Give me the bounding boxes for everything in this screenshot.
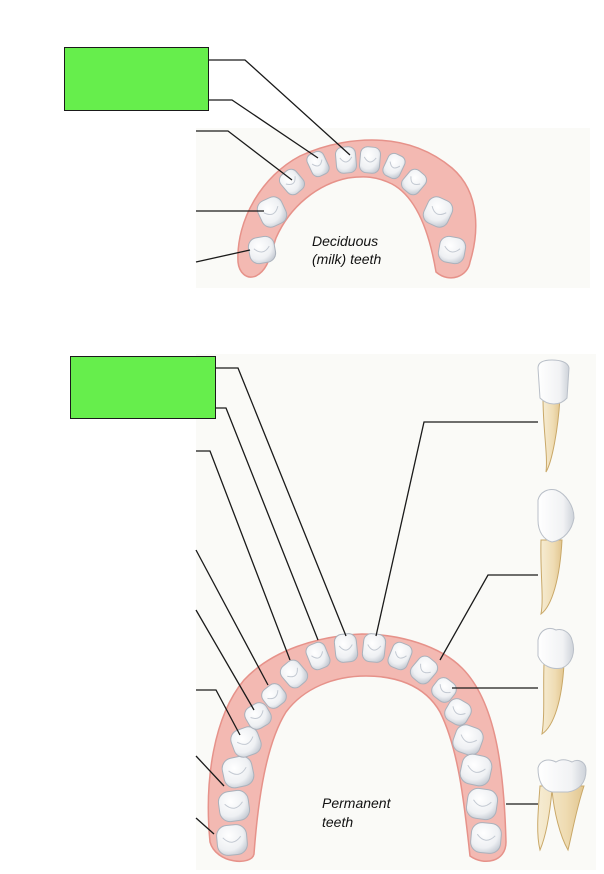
deciduous-tooth: [256, 196, 288, 228]
leader-line: [208, 59, 351, 156]
permanent-tooth: [459, 753, 493, 787]
leader-line: [375, 421, 538, 637]
permanent-caption-line-2: teeth: [322, 814, 353, 830]
molar-tooth-icon: [537, 759, 587, 852]
canine-tooth-icon: [537, 489, 575, 616]
leader-line: [195, 609, 255, 711]
leader-line: [196, 130, 293, 181]
deciduous-caption-line-1: Deciduous: [312, 233, 378, 249]
permanent-tooth: [221, 755, 255, 789]
permanent-label-box[interactable]: [70, 356, 216, 419]
deciduous-tooth: [247, 235, 277, 265]
permanent-tooth: [217, 789, 251, 823]
leader-line: [208, 99, 319, 159]
permanent-tooth: [279, 659, 309, 689]
permanent-tooth: [333, 633, 359, 663]
leader-line: [439, 574, 538, 661]
deciduous-tooth: [437, 235, 467, 265]
permanent-leader-lines-right: [375, 421, 538, 805]
permanent-tooth: [444, 698, 472, 726]
deciduous-panel: [196, 128, 590, 288]
permanent-tooth: [470, 822, 502, 854]
deciduous-tooth: [382, 152, 406, 180]
deciduous-tooth: [422, 196, 454, 228]
leader-line: [195, 817, 215, 835]
deciduous-caption-line-2: (milk) teeth: [312, 251, 381, 267]
leader-line: [196, 689, 241, 736]
leader-line: [195, 755, 225, 787]
deciduous-tooth: [334, 146, 358, 174]
leader-line: [196, 450, 291, 661]
permanent-tooth: [431, 677, 457, 703]
leader-line: [195, 249, 251, 263]
incisor-tooth-icon: [537, 359, 570, 473]
permanent-tooth: [409, 655, 439, 685]
deciduous-tooth: [358, 146, 382, 174]
permanent-tooth: [361, 633, 387, 663]
leader-line: [215, 407, 319, 641]
permanent-leader-lines-left: [195, 367, 347, 835]
permanent-tooth: [230, 726, 262, 758]
deciduous-leader-lines: [195, 59, 351, 263]
permanent-tooth: [387, 641, 413, 671]
permanent-caption-line-1: Permanent: [322, 795, 392, 811]
deciduous-label-box[interactable]: [64, 47, 209, 111]
premolar-tooth-icon: [537, 627, 575, 736]
permanent-panel: [196, 354, 596, 870]
permanent-tooth: [305, 641, 331, 671]
leader-line: [215, 367, 347, 637]
permanent-tooth: [465, 787, 499, 821]
permanent-tooth: [261, 683, 287, 709]
deciduous-tooth: [306, 150, 330, 178]
permanent-tooth: [216, 824, 248, 856]
permanent-tooth: [452, 724, 484, 756]
deciduous-tooth: [400, 168, 428, 196]
leader-line: [195, 549, 269, 686]
